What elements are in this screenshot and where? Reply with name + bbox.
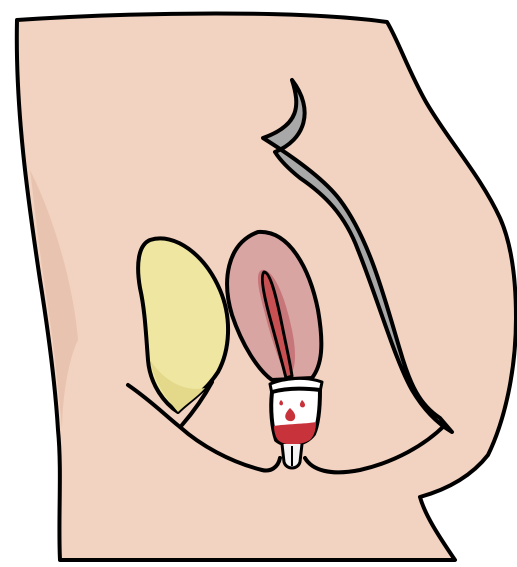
anatomy-illustration <box>0 0 517 567</box>
anatomy-diagram <box>0 0 517 567</box>
